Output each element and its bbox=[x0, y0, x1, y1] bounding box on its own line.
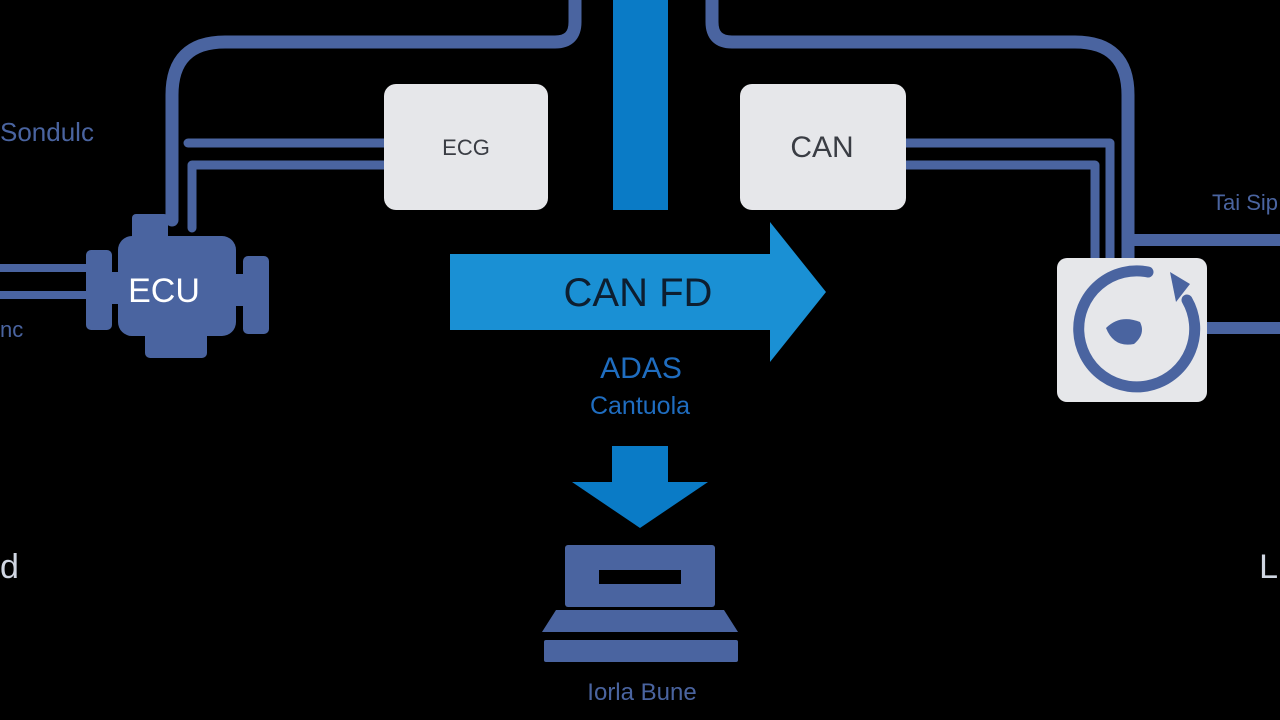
wire-top-right bbox=[705, 0, 1135, 265]
refresh-icon bbox=[1073, 265, 1201, 393]
laptop-caption: Iorla Bune bbox=[587, 679, 696, 706]
wires bbox=[0, 0, 1280, 334]
box-right: CAN bbox=[740, 84, 906, 210]
left-top-label: Sondulc bbox=[0, 117, 94, 147]
vertical-bus bbox=[613, 0, 668, 210]
box-right-label: CAN bbox=[790, 131, 853, 164]
right-module bbox=[1057, 258, 1207, 402]
box-left-shape bbox=[384, 84, 548, 210]
ecu-block: ECU bbox=[86, 214, 269, 358]
engine-icon bbox=[86, 214, 269, 358]
adas-subtitle: Cantuola bbox=[590, 392, 690, 420]
wire-right-box-upper bbox=[900, 138, 1115, 263]
box-left-label: ECG bbox=[442, 135, 490, 160]
wire-top-left bbox=[165, 0, 582, 227]
wire-right-box-lower bbox=[900, 160, 1100, 263]
right-top-label: Tai Sip bbox=[1212, 190, 1278, 215]
box-left: ECG bbox=[384, 84, 548, 210]
adas-title: ADAS bbox=[600, 352, 682, 385]
right-bottom-label: L bbox=[1259, 548, 1278, 586]
can-fd-label: CAN FD bbox=[564, 271, 713, 315]
left-bottom-label: d bbox=[0, 548, 19, 586]
can-fd-arrow: CAN FD bbox=[450, 222, 826, 362]
arrow-right-icon bbox=[450, 222, 826, 362]
laptop-icon bbox=[542, 545, 738, 662]
ecu-label: ECU bbox=[128, 272, 200, 310]
arrow-down-icon bbox=[572, 446, 708, 528]
left-mid-label: nc bbox=[0, 317, 23, 342]
wire-left-box-lower bbox=[187, 160, 390, 233]
box-right-shape bbox=[740, 84, 906, 210]
